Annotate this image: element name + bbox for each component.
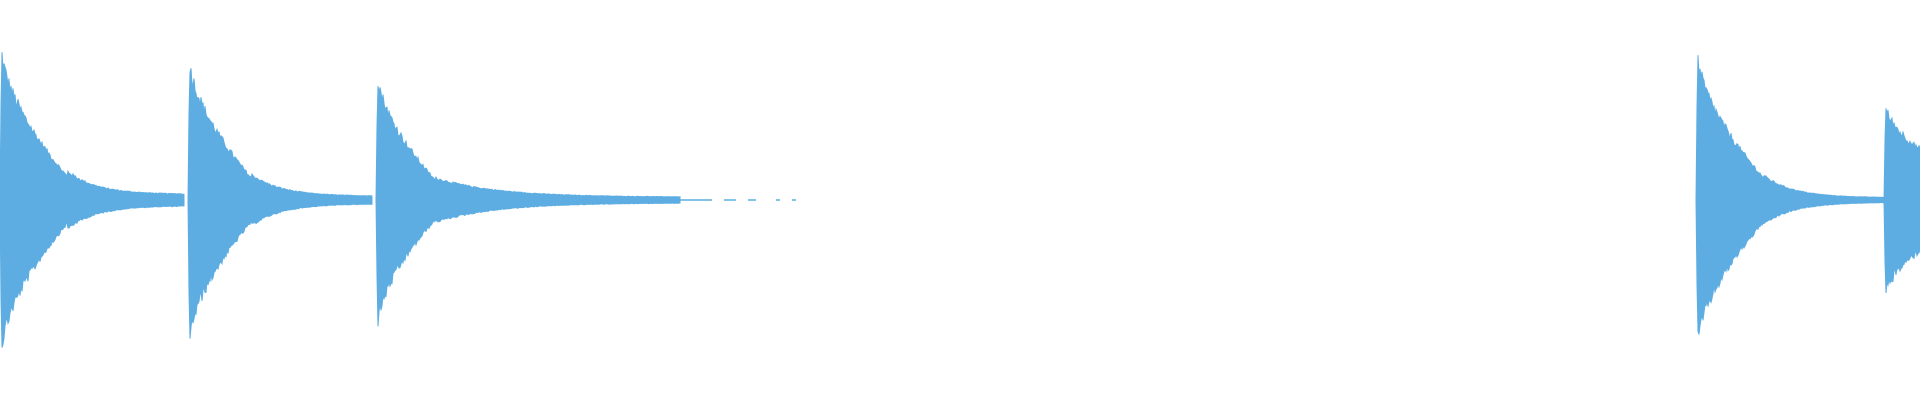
waveform-track — [0, 52, 1920, 348]
waveform-hit-3 — [375, 86, 681, 327]
waveform-hit-2 — [187, 68, 373, 339]
waveform-hit-4 — [1695, 55, 1885, 335]
waveform-hit-5 — [1883, 108, 1920, 294]
waveform-hit-1 — [0, 52, 185, 348]
